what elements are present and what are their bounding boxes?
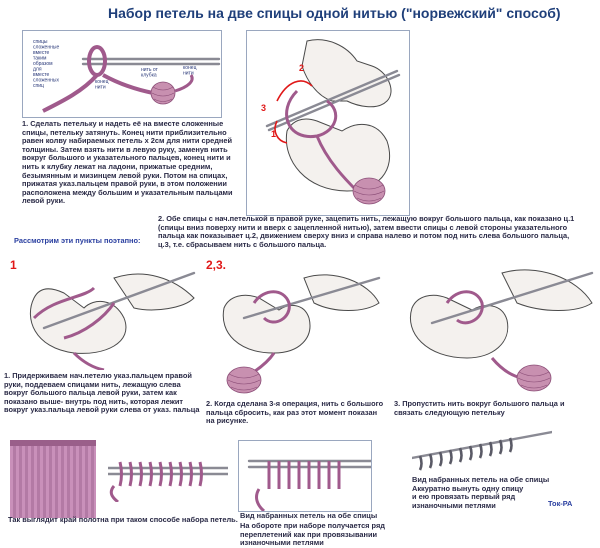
caption-caston: Вид набранных петель на обе спицы xyxy=(240,511,378,520)
step2-text: 2. Обе спицы с нач.петелькой в правой ру… xyxy=(158,214,575,249)
final-needles-illustration xyxy=(412,430,552,471)
caption-knit-edge: Так выглядит край полотна при таком спос… xyxy=(8,515,238,524)
review-text: Рассмотрим эти пункты поэтапно: xyxy=(14,236,141,245)
figure-main-panel: 2 3 1 xyxy=(246,30,410,216)
step1-text: 1. Сделать петельку и надеть её на вмест… xyxy=(22,119,233,206)
stage3-caption: 3. Пропустить нить вокруг большого пальц… xyxy=(394,399,565,417)
stage1-number: 1 xyxy=(10,258,17,272)
back-side-illustration xyxy=(247,459,371,511)
arrow-number-2: 2 xyxy=(299,63,304,73)
stage1-illustration xyxy=(29,271,196,370)
page-title: Набор петель на две спицы одной нитью ("… xyxy=(108,5,561,21)
stage2-caption: 2. Когда сделана 3-я операция, нить с бо… xyxy=(206,399,384,426)
stage-panel-2: 2,3. xyxy=(204,258,384,398)
stage2-number: 2,3. xyxy=(206,258,227,272)
main-hand-illustration: 2 3 1 xyxy=(261,39,401,205)
final-needles-figure xyxy=(412,428,552,472)
knit-edge-swatch xyxy=(10,440,96,518)
arrow-number-3: 3 xyxy=(261,103,266,113)
caston-needles-figure xyxy=(108,448,228,502)
caption-final: Вид набранных петель на обе спицы Аккура… xyxy=(412,475,550,510)
stage1-caption: 1. Придерживаем нач.петелю указ.пальцем … xyxy=(4,371,200,415)
back-side-panel xyxy=(238,440,372,512)
caption-back-side: На обороте при наборе получается ряд пер… xyxy=(240,521,385,548)
caston-needles-illustration xyxy=(108,461,228,502)
signature: Ток-РА xyxy=(548,499,573,508)
stage-panel-1: 1 xyxy=(4,258,204,370)
stage3-illustration xyxy=(410,269,594,392)
stage2-illustration xyxy=(222,274,381,394)
stage-panel-3 xyxy=(392,258,596,398)
arrow-number-1: 1 xyxy=(271,129,276,139)
